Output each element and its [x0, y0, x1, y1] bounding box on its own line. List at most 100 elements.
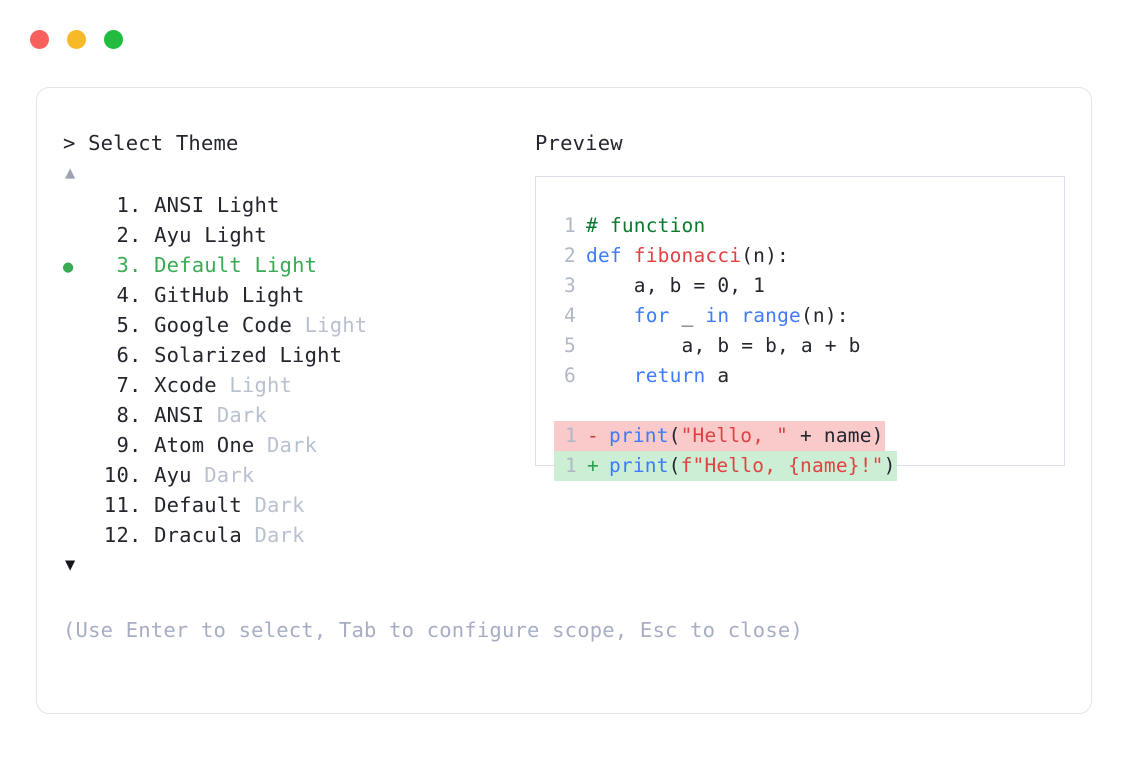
theme-selector-card: > Select Theme ▲ ●1. ANSI Light●2. Ayu L…: [36, 87, 1092, 714]
code-line: 1 # function: [554, 211, 1064, 241]
minimize-button[interactable]: [67, 30, 86, 49]
theme-list[interactable]: ●1. ANSI Light●2. Ayu Light●3. Default L…: [63, 190, 523, 550]
theme-list-item[interactable]: ●7. Xcode Light: [63, 370, 523, 400]
theme-item-name: Atom One: [154, 433, 267, 457]
theme-item-variant: Dark: [204, 463, 255, 487]
theme-list-item[interactable]: ●11. Default Dark: [63, 490, 523, 520]
theme-list-item[interactable]: ●1. ANSI Light: [63, 190, 523, 220]
theme-item-number: 12: [103, 523, 129, 547]
code-token-keyword: def: [586, 244, 634, 267]
line-number: 2: [564, 244, 576, 267]
code-line: 6 return a: [554, 361, 1064, 391]
code-token-plain: _: [669, 304, 706, 327]
code-line-content: a, b = b, a + b: [586, 331, 861, 361]
theme-item-number: 6: [116, 343, 129, 367]
theme-item-variant: Dark: [216, 403, 267, 427]
code-line-content: for _ in range(n):: [586, 301, 849, 331]
theme-item-variant: Light: [304, 313, 368, 337]
code-token-builtin: range: [741, 304, 801, 327]
theme-item-name: Default: [154, 253, 255, 277]
selected-bullet-icon: ●: [63, 432, 89, 462]
theme-list-item[interactable]: ●5. Google Code Light: [63, 310, 523, 340]
selected-bullet-icon: ●: [63, 222, 89, 252]
code-token-keyword: return: [633, 364, 706, 387]
theme-item-variant: Light: [229, 373, 293, 397]
diff-block: 1-print("Hello, " + name) 1 + print(f"Hello…: [554, 421, 1064, 481]
theme-item-number: 8: [116, 403, 129, 427]
theme-item-number: 10: [103, 463, 129, 487]
diff-marker: +: [587, 454, 599, 477]
theme-item-variant: Light: [216, 193, 280, 217]
diff-marker: -: [587, 424, 599, 447]
theme-list-item[interactable]: ●2. Ayu Light: [63, 220, 523, 250]
code-spacer: [554, 391, 1064, 421]
theme-item-variant: Light: [279, 343, 343, 367]
code-token-builtin: print: [608, 454, 669, 477]
line-number: 1: [564, 214, 576, 237]
theme-selector-panel: > Select Theme ▲ ●1. ANSI Light●2. Ayu L…: [63, 130, 523, 576]
selected-bullet-icon: ●: [63, 462, 89, 492]
code-token-plain: + name): [788, 424, 884, 447]
selected-bullet-icon: ●: [63, 282, 89, 312]
theme-item-number-dot: .: [129, 373, 155, 397]
window-controls: [30, 30, 123, 49]
close-button[interactable]: [30, 30, 49, 49]
maximize-button[interactable]: [104, 30, 123, 49]
theme-item-name: Xcode: [154, 373, 230, 397]
code-line-content: # function: [586, 211, 705, 241]
line-number: 6: [564, 364, 576, 387]
theme-list-item[interactable]: ● 10. Ayu Dark: [63, 460, 523, 490]
code-token-plain: a, b = b, a + b: [586, 334, 861, 357]
theme-item-name: Ayu: [154, 463, 205, 487]
theme-list-item[interactable]: ● 4. GitHub Light: [63, 280, 523, 310]
code-line-content: def fibonacci(n):: [586, 241, 789, 271]
code-line: 5 a, b = b, a + b: [554, 331, 1064, 361]
line-number: 5: [564, 334, 576, 357]
diff-line-del: 1-print("Hello, " + name): [554, 421, 1064, 451]
theme-list-item[interactable]: ●8. ANSI Dark: [63, 400, 523, 430]
theme-item-number-dot: .: [129, 403, 155, 427]
theme-item-number: 3: [116, 253, 129, 277]
theme-list-item[interactable]: ●6. Solarized Light: [63, 340, 523, 370]
theme-item-number-dot: .: [129, 223, 155, 247]
theme-item-number-dot: .: [129, 283, 155, 307]
theme-item-number-dot: .: [129, 463, 155, 487]
selected-bullet-icon: ●: [63, 312, 89, 342]
theme-list-item[interactable]: ●12. Dracula Dark: [63, 520, 523, 550]
code-token-punct: (: [668, 424, 681, 447]
keyboard-hint: (Use Enter to select, Tab to configure s…: [63, 618, 803, 642]
theme-item-name: Default: [154, 493, 255, 517]
diff-line-content: print("Hello, " + name): [609, 421, 884, 451]
theme-item-number: 4: [116, 283, 129, 307]
theme-item-number: 2: [116, 223, 129, 247]
code-token-plain: [586, 364, 634, 387]
scroll-down-icon[interactable]: ▼: [65, 555, 76, 575]
theme-item-number: 9: [116, 433, 129, 457]
code-line-content: a, b = 0, 1: [586, 271, 765, 301]
code-token-string: "Hello, ": [680, 424, 789, 447]
theme-item-name: Google Code: [154, 313, 305, 337]
scroll-up-icon[interactable]: ▲: [65, 163, 76, 183]
preview-panel-header: Preview: [535, 130, 1065, 156]
selected-bullet-icon: ●: [63, 522, 89, 552]
code-token-plain: [586, 304, 634, 327]
theme-item-name: GitHub: [154, 283, 242, 307]
theme-item-name: Dracula: [154, 523, 255, 547]
theme-item-variant: Dark: [254, 523, 305, 547]
theme-item-name: Ayu: [154, 223, 205, 247]
code-token-punct: (n):: [741, 244, 789, 267]
theme-item-variant: Light: [241, 283, 305, 307]
code-token-keyword: in: [705, 304, 742, 327]
selected-bullet-icon: ●: [63, 192, 89, 222]
diff-line-content: print(f"Hello, {name}!"): [609, 451, 896, 481]
theme-item-number-dot: .: [129, 253, 155, 277]
theme-item-variant: Dark: [254, 493, 305, 517]
theme-item-number: 11: [103, 493, 129, 517]
theme-item-number-dot: .: [129, 433, 155, 457]
theme-item-number: 5: [116, 313, 129, 337]
theme-list-item[interactable]: ●9. Atom One Dark: [63, 430, 523, 460]
theme-list-item[interactable]: ●3. Default Light: [63, 250, 523, 280]
line-number: 1: [565, 454, 577, 477]
